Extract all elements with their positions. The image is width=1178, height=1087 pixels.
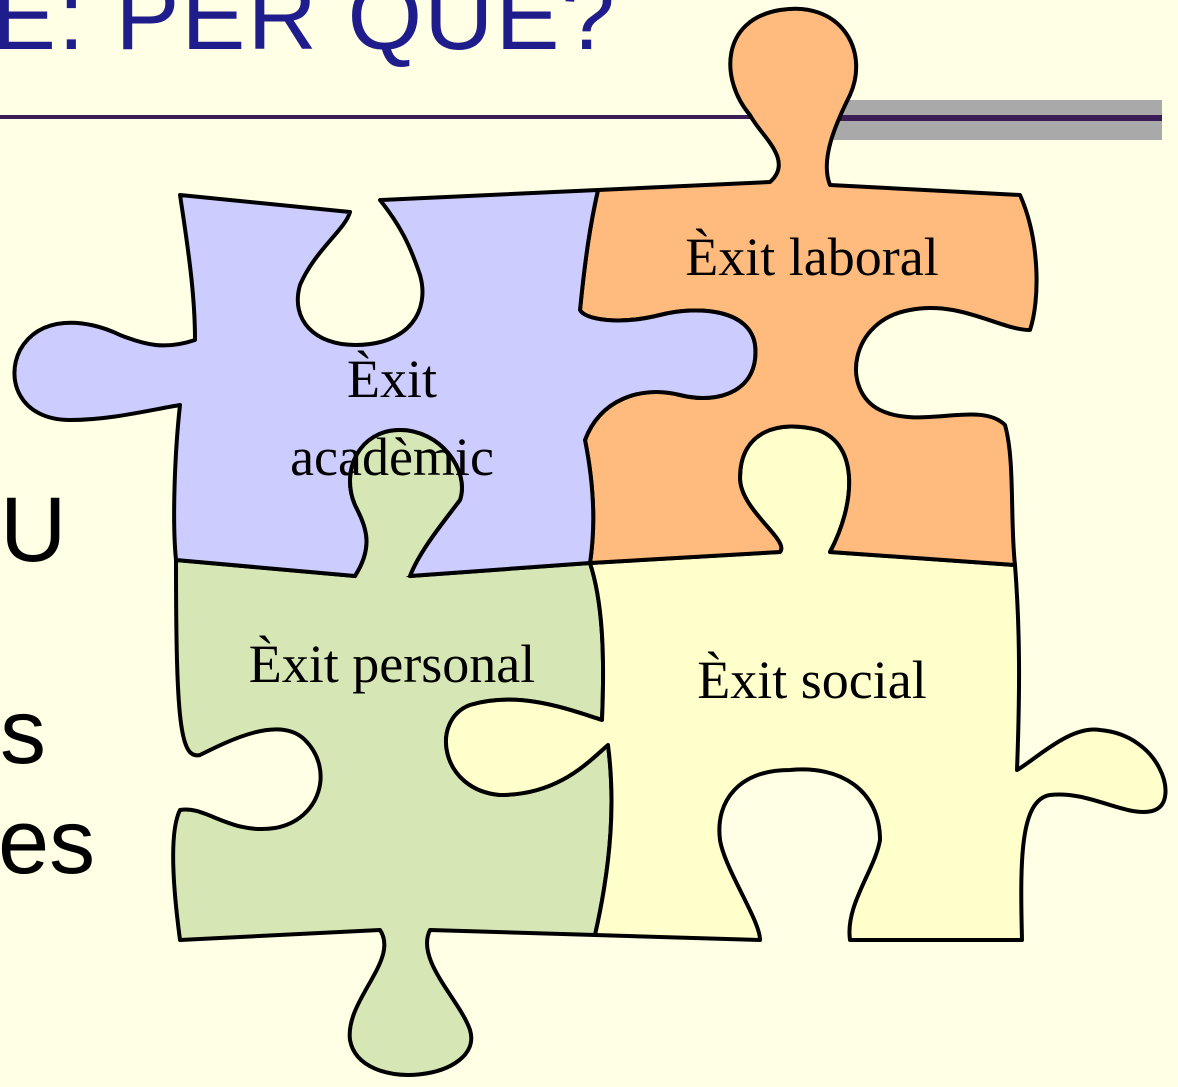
partial-text-es: es xyxy=(0,791,96,893)
puzzle-knob-personal-top xyxy=(350,430,462,576)
puzzle-knob-personal-top-outline xyxy=(348,428,464,578)
puzzle-piece-academic xyxy=(12,188,758,578)
label-laboral: Èxit laboral xyxy=(685,227,938,287)
partial-text-u: U xyxy=(0,479,67,581)
title-rule xyxy=(0,115,1162,119)
label-academic-line2: acadèmic xyxy=(290,427,494,487)
title-rule-accent-line xyxy=(800,117,1162,121)
label-social: Èxit social xyxy=(697,650,926,710)
label-academic-line1: Èxit xyxy=(347,349,437,409)
partial-text-s: s xyxy=(0,681,46,783)
label-personal: Èxit personal xyxy=(249,634,535,694)
slide-title: E: PER QUÈ? xyxy=(0,0,617,70)
